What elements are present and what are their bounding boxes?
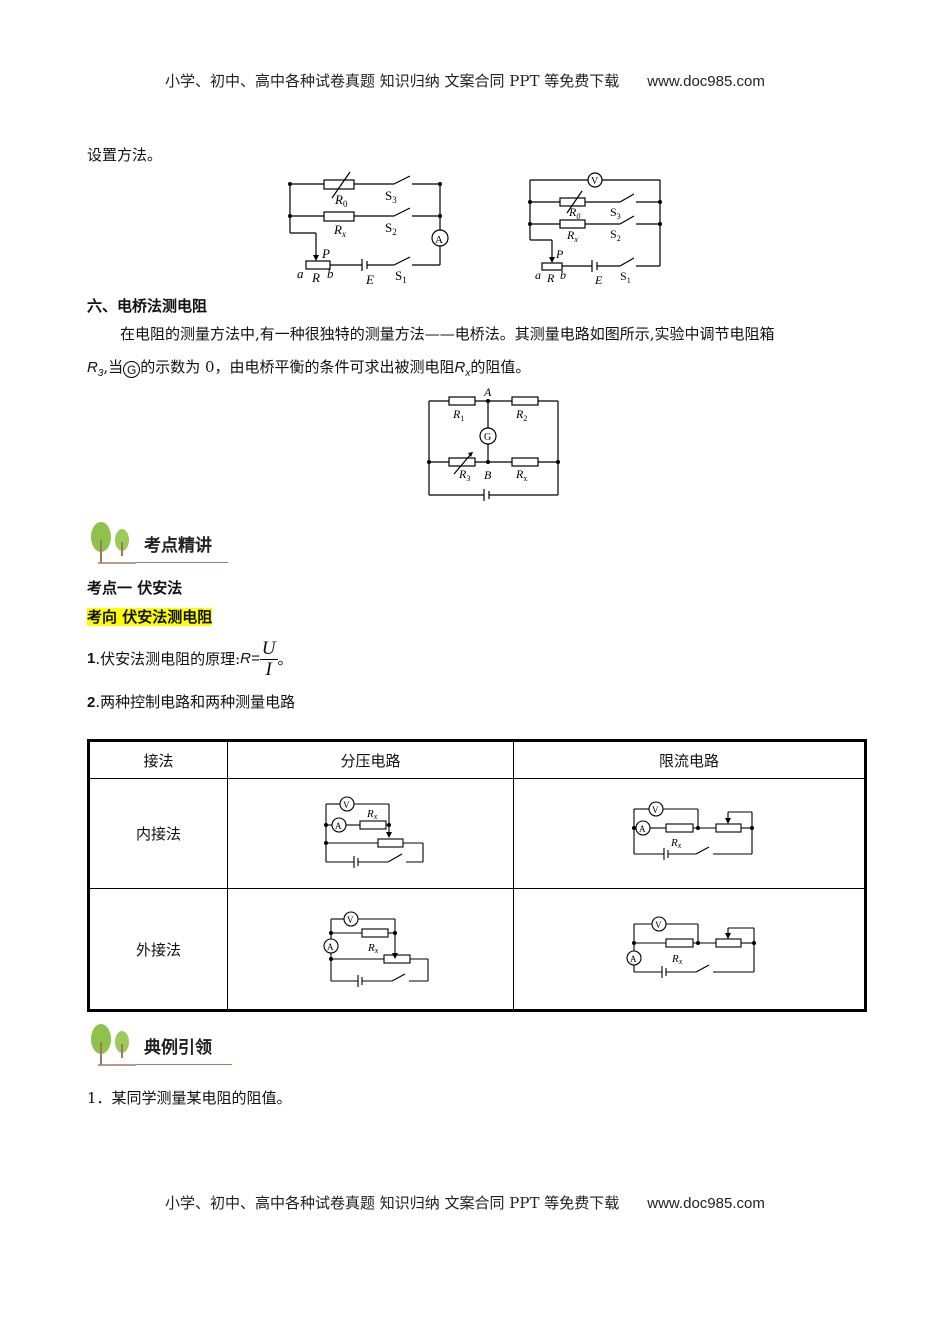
page-header: 小学、初中、高中各种试卷真题 知识归纳 文案合同 PPT 等免费下载 www.do… xyxy=(165,70,765,91)
svg-text:R: R xyxy=(311,270,320,285)
page-footer: 小学、初中、高中各种试卷真题 知识归纳 文案合同 PPT 等免费下载 www.do… xyxy=(165,1192,765,1213)
svg-text:E: E xyxy=(365,272,374,287)
row-label-internal: 内接法 xyxy=(88,778,228,889)
circuit-internal-limiter: VA Rx xyxy=(632,800,754,860)
circuit-diagram-voltmeter: V R0 Rx S3 S2 S1 P a R b E xyxy=(528,172,662,287)
svg-text:Rx: Rx xyxy=(366,808,378,821)
svg-text:V: V xyxy=(347,915,354,925)
footer-url: www.doc985.com xyxy=(647,1195,765,1212)
svg-text:S2: S2 xyxy=(610,227,621,243)
svg-text:S3: S3 xyxy=(610,205,621,221)
svg-text:b: b xyxy=(327,266,334,281)
svg-text:Rx: Rx xyxy=(515,467,527,483)
svg-text:V: V xyxy=(343,800,350,810)
table-header-row: 接法 分压电路 限流电路 xyxy=(88,740,866,779)
svg-text:b: b xyxy=(560,268,566,282)
svg-text:Rx: Rx xyxy=(566,228,578,244)
svg-text:a: a xyxy=(297,266,304,281)
circuit-internal-divider: V A Rx xyxy=(323,795,424,868)
header-cell-limiter: 限流电路 xyxy=(513,740,866,779)
svg-text:E: E xyxy=(594,273,603,287)
row-label-external: 外接法 xyxy=(88,888,228,1011)
svg-text:R0: R0 xyxy=(334,192,348,209)
kaoxiang-title: 考向 伏安法测电阻 xyxy=(87,608,213,626)
svg-text:S2: S2 xyxy=(385,220,397,237)
svg-text:A: A xyxy=(327,942,334,952)
svg-text:Rx: Rx xyxy=(333,222,346,239)
svg-text:B: B xyxy=(484,468,492,482)
bridge-circuit-diagram: A B G R1 R2 R3 Rx xyxy=(427,387,560,501)
svg-text:S3: S3 xyxy=(385,188,397,205)
header-url: www.doc985.com xyxy=(647,73,765,90)
svg-text:S1: S1 xyxy=(395,268,407,285)
svg-text:P: P xyxy=(555,247,564,261)
svg-text:R1: R1 xyxy=(452,407,464,423)
svg-text:A: A xyxy=(335,821,342,831)
section-badge-key-points: 考点精讲 xyxy=(88,520,248,566)
section-badge-examples: 典例引领 xyxy=(88,1022,248,1068)
svg-text:R0: R0 xyxy=(568,205,580,221)
table-row: 外接法 V A Rx xyxy=(88,888,866,1011)
tree-icon xyxy=(91,522,136,564)
kaodian-title: 考点一 伏安法 xyxy=(87,579,183,597)
section-title-bridge: 六、电桥法测电阻 xyxy=(87,297,208,315)
svg-text:P: P xyxy=(321,246,330,261)
svg-text:G: G xyxy=(484,432,491,443)
tree-icon xyxy=(91,1024,136,1066)
badge-label: 典例引领 xyxy=(136,1033,232,1065)
header-cell-divider: 分压电路 xyxy=(227,740,514,779)
circuit-diagram-ammeter: R0 Rx S3 S2 S1 A P a R b E xyxy=(288,171,449,287)
svg-text:R: R xyxy=(546,271,555,285)
svg-text:V: V xyxy=(652,805,659,815)
svg-text:S1: S1 xyxy=(620,269,631,285)
svg-text:Rx: Rx xyxy=(670,837,682,850)
circuit-external-divider: V A Rx xyxy=(322,910,429,987)
example-1: 1．某同学测量某电阻的阻值。 xyxy=(87,1089,292,1107)
header-text: 小学、初中、高中各种试卷真题 知识归纳 文案合同 PPT 等免费下载 xyxy=(165,72,620,90)
intro-line: 设置方法。 xyxy=(87,146,163,164)
header-cell-method: 接法 xyxy=(88,740,228,779)
galvanometer-icon: G xyxy=(123,361,141,378)
svg-text:V: V xyxy=(655,920,662,930)
svg-text:Rx: Rx xyxy=(671,953,683,966)
footer-text: 小学、初中、高中各种试卷真题 知识归纳 文案合同 PPT 等免费下载 xyxy=(165,1194,620,1212)
circuit-external-limiter: V A Rx xyxy=(626,915,756,978)
svg-text:R3: R3 xyxy=(458,467,470,483)
svg-text:A: A xyxy=(483,387,492,399)
bridge-paragraph-line1: 在电阻的测量方法中,有一种很独特的测量方法——电桥法。其测量电路如图所示,实验中… xyxy=(120,325,775,343)
svg-text:a: a xyxy=(535,268,541,282)
item-2-circuits: 2.两种控制电路和两种测量电路 xyxy=(87,693,296,711)
svg-text:A: A xyxy=(639,824,646,834)
badge-label: 考点精讲 xyxy=(136,531,228,563)
svg-text:Rx: Rx xyxy=(367,942,379,955)
svg-text:A: A xyxy=(435,234,443,246)
svg-text:R2: R2 xyxy=(515,407,527,423)
svg-text:V: V xyxy=(591,176,599,187)
svg-text:A: A xyxy=(630,954,637,964)
